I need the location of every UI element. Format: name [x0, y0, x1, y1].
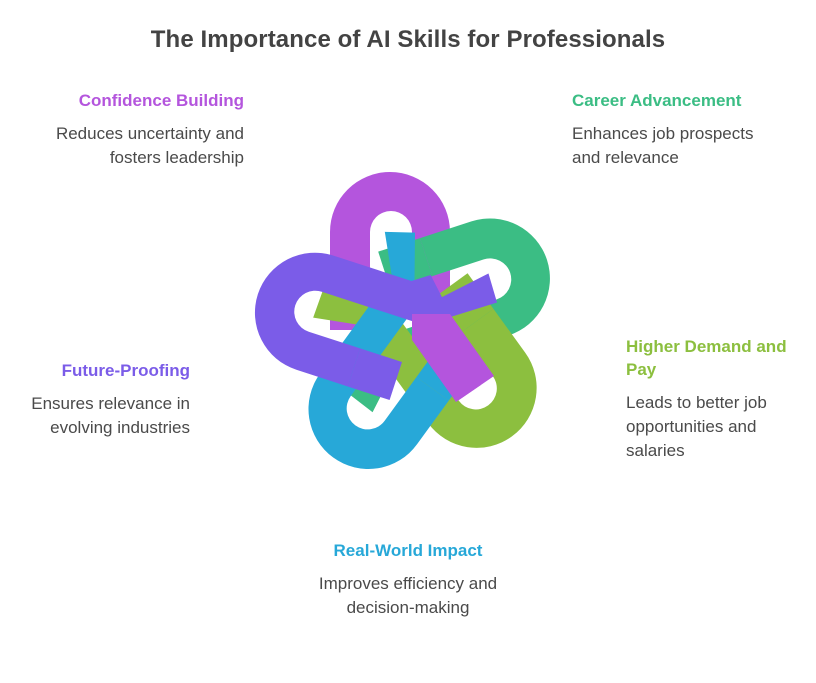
page-title: The Importance of AI Skills for Professi…: [150, 26, 666, 53]
callout-confidence-desc: Reduces uncertainty and fosters leadersh…: [55, 124, 244, 167]
callout-career-title: Career Advancement: [572, 91, 742, 110]
callout-career-desc: Enhances job prospects and relevance: [572, 124, 754, 167]
callout-future-proofing-desc: Ensures relevance in evolving industries: [31, 394, 190, 437]
callout-future-proofing-title: Future-Proofing: [61, 361, 190, 380]
callout-career: Career Advancement Enhances job prospect…: [572, 89, 782, 170]
knot-svg: [254, 172, 550, 470]
callout-real-world-desc: Improves efficiency and decision-making: [318, 574, 498, 617]
callout-higher-demand-desc: Leads to better job opportunities and sa…: [626, 393, 767, 460]
callout-confidence: Confidence Building Reduces uncertainty …: [44, 89, 244, 170]
callout-future-proofing: Future-Proofing Ensures relevance in evo…: [10, 359, 190, 440]
callout-confidence-title: Confidence Building: [78, 91, 244, 110]
callout-higher-demand-title: Higher Demand and Pay: [626, 337, 787, 379]
knot-graphic: [196, 124, 620, 528]
weave-overlap-purple: [412, 314, 494, 402]
callout-real-world-title: Real-World Impact: [333, 541, 483, 560]
callout-real-world: Real-World Impact Improves efficiency an…: [316, 539, 500, 620]
callout-higher-demand: Higher Demand and Pay Leads to better jo…: [626, 335, 816, 463]
